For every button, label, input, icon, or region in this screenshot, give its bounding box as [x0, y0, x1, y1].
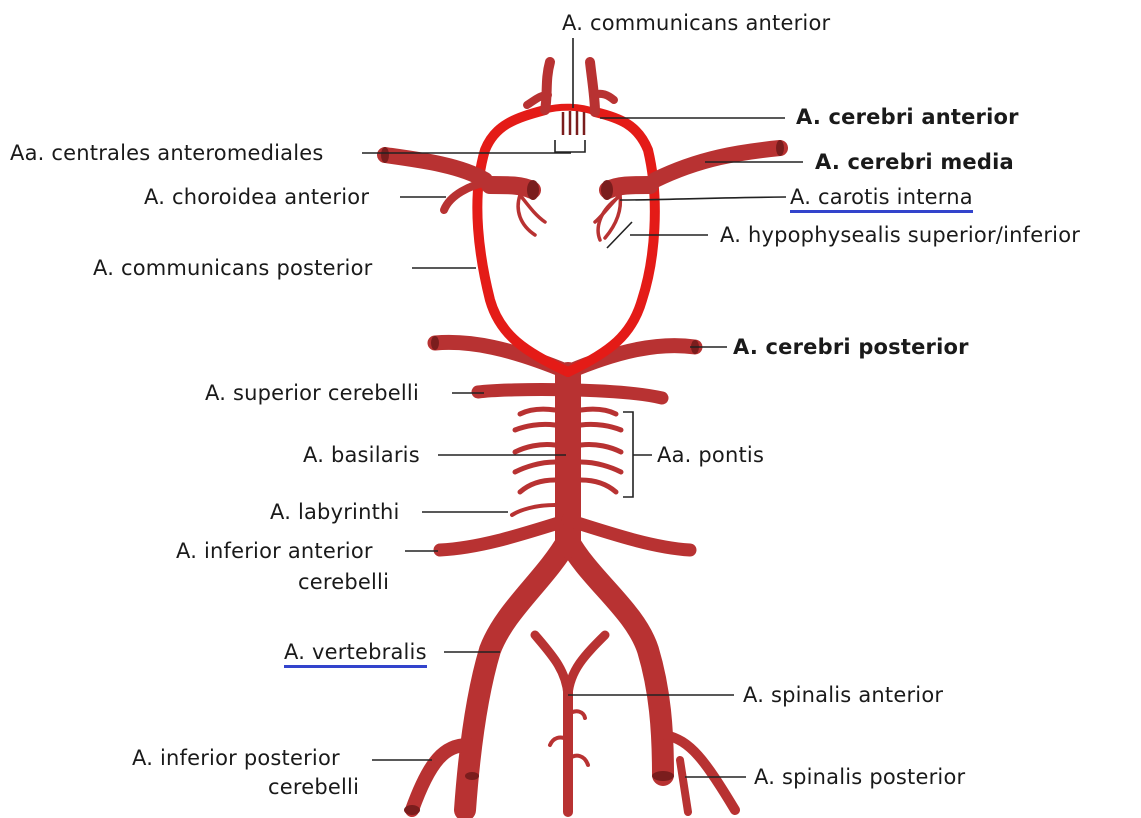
- label-cerebri-anterior: A. cerebri anterior: [796, 105, 1019, 129]
- label-spinalis-anterior: A. spinalis anterior: [743, 683, 943, 707]
- label-basilaris: A. basilaris: [303, 443, 420, 467]
- vertebral-artery-left: [465, 540, 568, 810]
- label-choroidea-anterior: A. choroidea anterior: [144, 185, 369, 209]
- vessel-end: [776, 140, 784, 156]
- pontine-branch: [581, 480, 616, 492]
- internal-carotid-left-lumen: [527, 180, 539, 200]
- anterior-cerebral-left: [545, 62, 550, 110]
- label-centrales-anteromediales: Aa. centrales anteromediales: [10, 141, 324, 165]
- anterior-cerebral-right: [590, 62, 595, 112]
- label-carotis-interna: A. carotis interna: [790, 185, 973, 213]
- label-superior-cerebelli: A. superior cerebelli: [205, 381, 419, 405]
- label-spinalis-posterior: A. spinalis posterior: [754, 765, 965, 789]
- posterior-spinal-right-2: [680, 760, 688, 812]
- internal-carotid-left: [490, 185, 532, 190]
- pontine-branch: [581, 409, 616, 414]
- vessel-end: [465, 772, 479, 780]
- label-inferior-anterior-cerebelli: cerebelli: [298, 570, 389, 594]
- anteromedial-central-arteries: [563, 111, 584, 135]
- pontine-branch: [520, 480, 555, 492]
- vessel-end: [404, 805, 420, 815]
- labyrinthine-artery: [512, 505, 555, 515]
- vessel-end: [381, 147, 389, 163]
- pontine-branch: [515, 444, 555, 452]
- label-communicans-posterior: A. communicans posterior: [93, 256, 372, 280]
- pica-left-stub: [468, 745, 472, 775]
- pontine-branch: [515, 462, 555, 472]
- label-inferior-posterior-cerebelli: cerebelli: [268, 775, 359, 799]
- arterial-tree: [381, 62, 784, 815]
- pontine-branch: [515, 424, 555, 430]
- leader-pontis: [623, 412, 652, 497]
- label-vertebralis: A. vertebralis: [284, 640, 427, 668]
- label-inferior-anterior: A. inferior anterior: [176, 539, 373, 563]
- vessel-end: [431, 336, 439, 350]
- internal-carotid-right: [608, 185, 650, 190]
- label-hypophysealis: A. hypophysealis superior/inferior: [720, 223, 1080, 247]
- pontine-branch: [520, 409, 555, 414]
- middle-cerebral-right: [655, 148, 780, 180]
- label-communicans-anterior: A. communicans anterior: [562, 11, 830, 35]
- label-cerebri-media: A. cerebri media: [815, 150, 1014, 174]
- anterior-spinal-branch-right: [568, 635, 605, 695]
- pontine-branch: [581, 462, 621, 472]
- pontine-branch: [581, 444, 621, 452]
- pontine-branch: [581, 424, 621, 430]
- middle-cerebral-left: [385, 155, 485, 180]
- aica-right: [568, 520, 690, 550]
- internal-carotid-right-lumen: [601, 180, 613, 200]
- aica-left: [440, 520, 568, 550]
- vessel-end: [652, 771, 674, 781]
- anterior-spinal-branch-left: [535, 635, 568, 695]
- leader-carotis: [620, 197, 786, 200]
- posterior-spinal-right: [665, 735, 735, 810]
- label-labyrinthi: A. labyrinthi: [270, 500, 400, 524]
- label-cerebri-posterior: A. cerebri posterior: [733, 335, 969, 359]
- label-inferior-posterior: A. inferior posterior: [132, 746, 340, 770]
- posterior-communicating-right: [568, 112, 655, 372]
- label-pontis: Aa. pontis: [657, 443, 764, 467]
